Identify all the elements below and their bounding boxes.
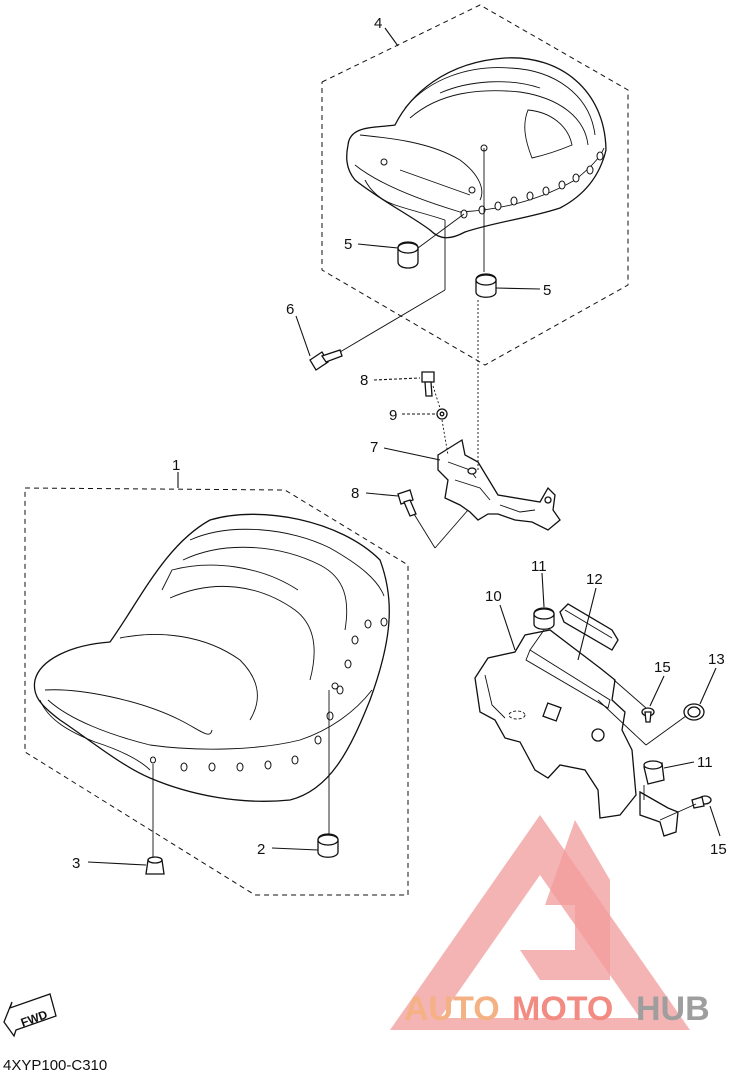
watermark-moto: MOTO (512, 990, 613, 1028)
callout-1: 1 (172, 457, 180, 474)
rider-seat-upper (346, 57, 607, 239)
callout-14: 13 (708, 651, 725, 668)
callout-9: 9 (389, 407, 397, 424)
screw-15-upper (641, 707, 655, 723)
watermark-text: AUTO MOTO HUB (404, 990, 710, 1028)
screw-15-lower (691, 795, 712, 809)
callout-2: 2 (257, 841, 265, 858)
grommet-5-left (397, 241, 419, 269)
watermark-logo (390, 815, 690, 1030)
callout-11: 11 (697, 754, 713, 771)
collar-3 (145, 856, 165, 875)
cover-10 (474, 629, 637, 819)
strip-13 (559, 603, 619, 651)
callout-8-upper: 8 (360, 372, 368, 389)
washer-9 (436, 408, 448, 420)
rider-seat-lower (33, 513, 390, 802)
bolt-8-lower (397, 489, 417, 517)
grommet-2 (317, 833, 339, 858)
damper-11 (639, 760, 679, 837)
bracket-7 (437, 438, 561, 531)
callout-13: 12 (586, 571, 603, 588)
callout-15-lower: 15 (710, 841, 727, 858)
bolt-6 (309, 349, 343, 371)
watermark-auto: AUTO (404, 990, 500, 1028)
callout-8-lower: 8 (351, 485, 359, 502)
callout-4: 4 (374, 15, 382, 32)
callout-3: 3 (72, 855, 80, 872)
callout-5-left: 5 (344, 236, 352, 253)
callout-5-right: 5 (543, 282, 551, 299)
callout-15-upper: 15 (654, 659, 671, 676)
seat-group-4-outline (321, 4, 629, 366)
bolt-8-upper (421, 371, 435, 397)
leader-lines (87, 27, 721, 866)
fwd-arrow-icon: FWD (3, 993, 57, 1038)
callout-labels: 4 5 5 6 8 9 7 8 1 2 3 10 11 12 13 15 11 … (72, 15, 727, 872)
callout-10: 10 (485, 588, 502, 605)
diagram-code: 4XYP100-C310 (3, 1057, 107, 1072)
callout-12: 11 (531, 558, 547, 575)
grommet-5-right (475, 273, 497, 298)
callout-6: 6 (286, 301, 294, 318)
grommet-14 (683, 703, 705, 721)
grommet-12 (533, 607, 555, 630)
callout-7: 7 (370, 439, 378, 456)
watermark-hub: HUB (636, 990, 710, 1028)
